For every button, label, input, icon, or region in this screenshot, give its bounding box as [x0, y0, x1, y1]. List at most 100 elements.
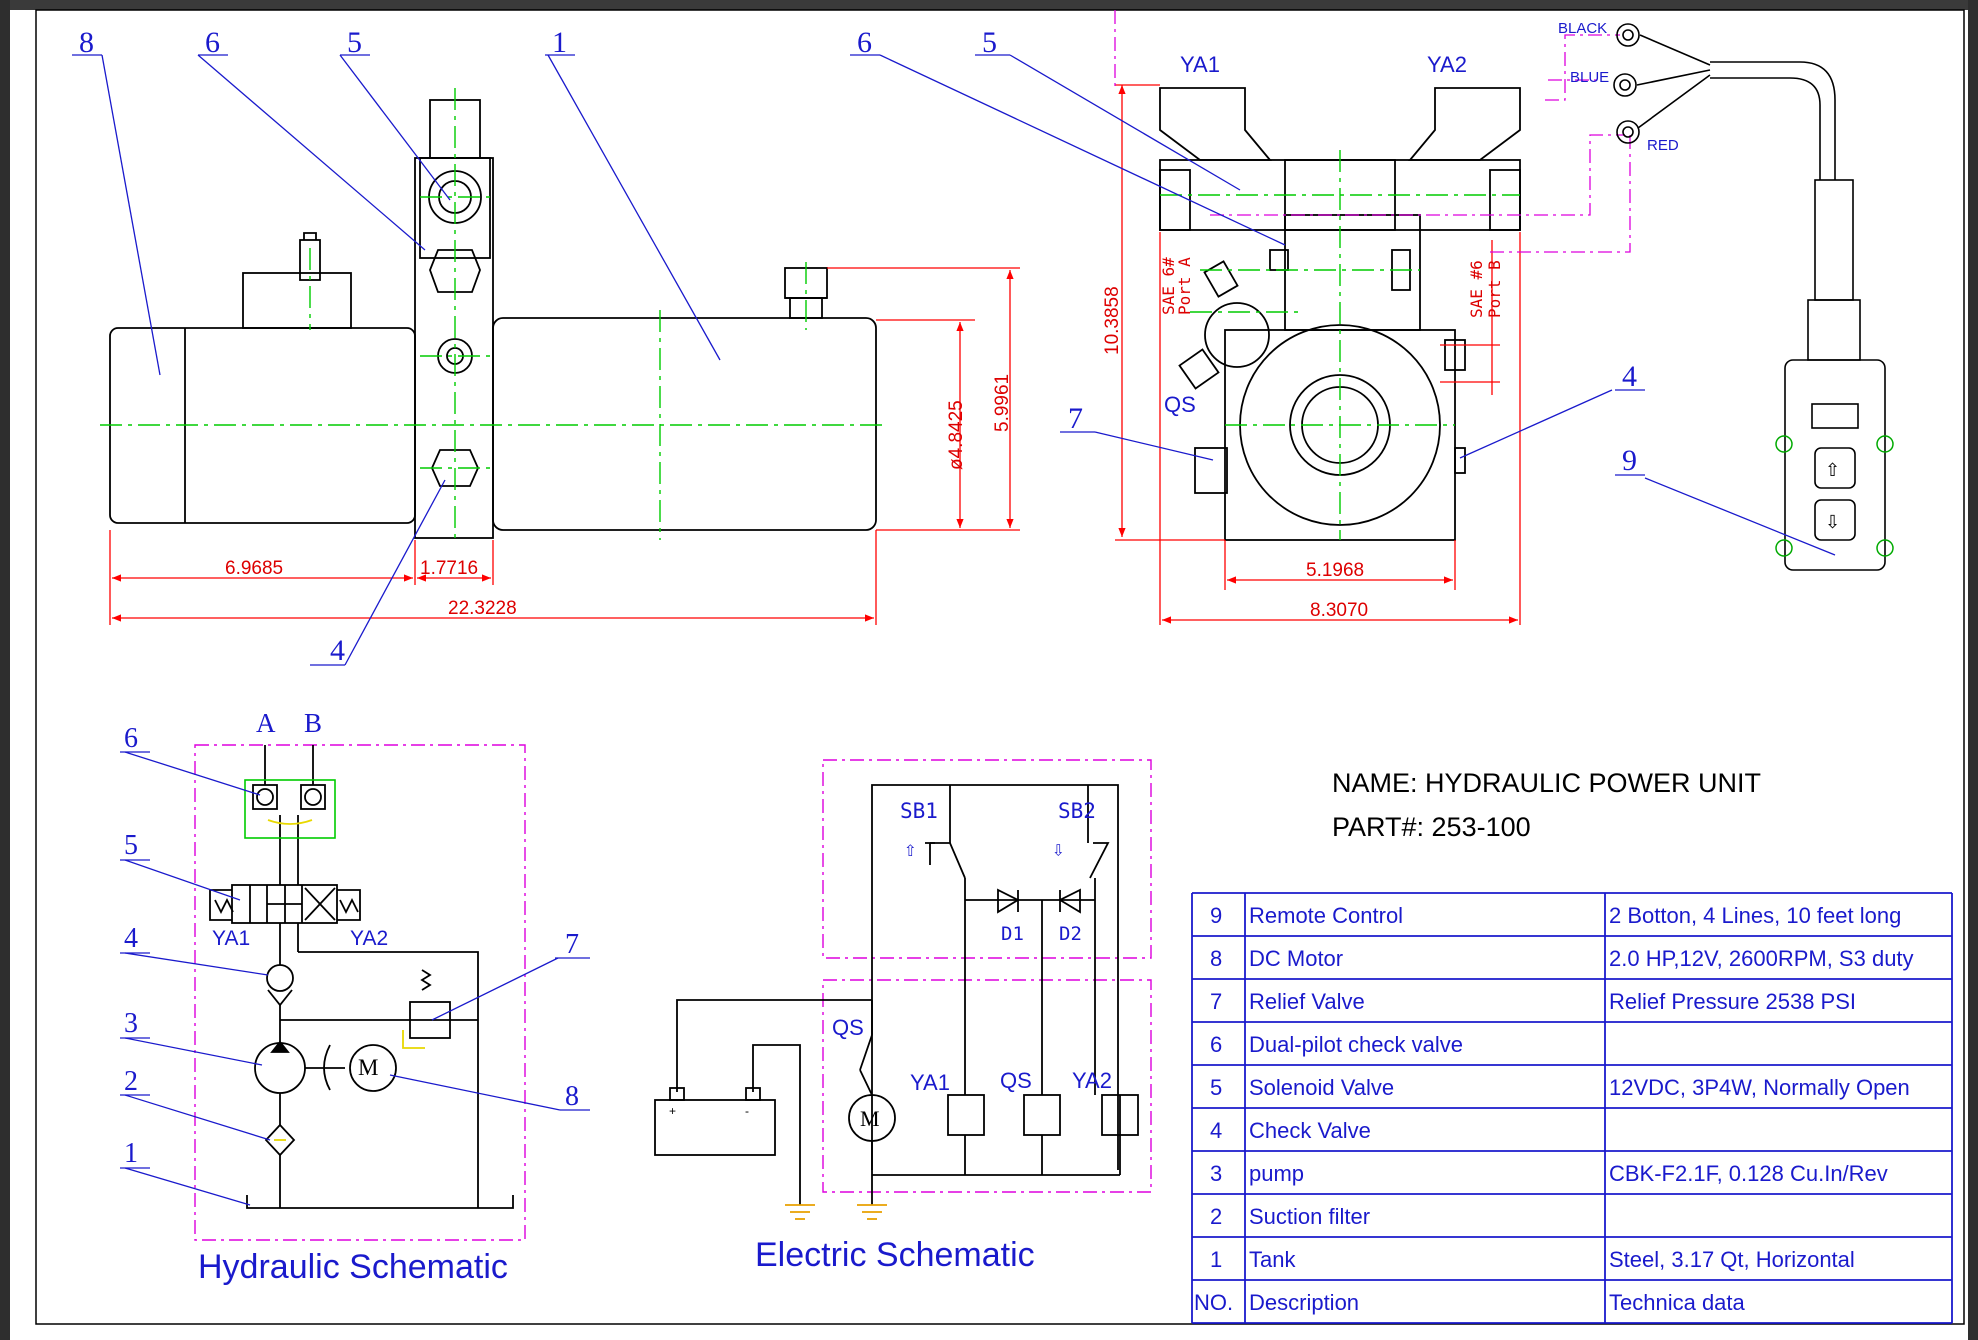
dim-end-height: 10.3858	[1102, 286, 1123, 355]
dim-motor-length: 6.9685	[225, 558, 283, 579]
bom-cell-description: Tank	[1249, 1247, 1296, 1272]
sheet-border	[35, 9, 1965, 1325]
ground-symbols	[785, 1204, 887, 1220]
bom-cell-technical: 2 Botton, 4 Lines, 10 feet long	[1609, 903, 1901, 928]
remote-control-box	[1784, 359, 1886, 571]
hyd-balloon-2: 2	[124, 1066, 138, 1097]
ya2-coil-label: YA2	[1072, 1068, 1112, 1093]
hydraulic-leaders	[120, 751, 590, 1206]
bom-header-description: Description	[1249, 1290, 1359, 1315]
end-balloon-7: 7	[1068, 402, 1083, 435]
balloon-5: 5	[347, 26, 362, 59]
window-top-bar	[0, 0, 1978, 10]
d2-label: D2	[1059, 923, 1082, 945]
port-a-label-1: SAE 6#	[1159, 257, 1178, 315]
remote-screws	[1775, 435, 1894, 557]
title-name: NAME: HYDRAULIC POWER UNIT	[1332, 768, 1761, 798]
qs-coil-label: QS	[1000, 1068, 1032, 1093]
end-view-wiring	[1114, 10, 1631, 253]
hyd-balloon-7: 7	[565, 929, 579, 960]
remote-down-icon: ⇩	[1825, 512, 1840, 532]
qs-switch-label: QS	[832, 1015, 864, 1040]
hyd-balloon-8: 8	[565, 1081, 579, 1112]
ya1-coil-label: YA1	[910, 1070, 950, 1095]
dim-tank-diameter: ø4.8425	[946, 400, 967, 470]
bom-cell-no: 2	[1210, 1204, 1222, 1229]
hydraulic-title: Hydraulic Schematic	[198, 1248, 508, 1286]
port-a-label-2: Port A	[1175, 257, 1194, 315]
dim-block-width: 1.7716	[420, 558, 478, 579]
hyd-motor-label: M	[358, 1055, 378, 1080]
balloon-4: 4	[330, 634, 345, 667]
hyd-balloon-1: 1	[124, 1138, 138, 1169]
hydraulic-yellow	[267, 819, 425, 1141]
wire-blue-label: BLUE	[1570, 69, 1609, 86]
coil-ya1-symbol	[947, 1094, 985, 1136]
window-left-bar	[0, 0, 10, 1340]
balloon-8: 8	[79, 26, 94, 59]
end-view-centerlines	[1160, 150, 1520, 540]
bom-cell-description: Check Valve	[1249, 1118, 1371, 1143]
port-b-label-1: SAE #6	[1467, 260, 1486, 318]
hyd-balloon-3: 3	[124, 1008, 138, 1039]
bom-header-no: NO.	[1194, 1290, 1233, 1315]
electric-motor-label: M	[860, 1106, 880, 1131]
bom-cell-no: 4	[1210, 1118, 1222, 1143]
sb2-down-icon: ⇩	[1052, 837, 1065, 861]
coil-ya2	[1408, 87, 1521, 161]
bom-cell-description: DC Motor	[1249, 946, 1343, 971]
hyd-ya1-label: YA1	[212, 927, 250, 950]
hydraulic-circuit	[209, 745, 514, 1209]
dim-overall-length: 22.3228	[448, 598, 517, 619]
dim-height: 5.9961	[992, 374, 1013, 432]
wire-red-label: RED	[1647, 137, 1679, 154]
coil-qs-symbol	[1023, 1094, 1061, 1136]
bom-table: 9 Remote Control 2 Botton, 4 Lines, 10 fee…	[1191, 892, 1953, 1324]
bom-cell-technical: 12VDC, 3P4W, Normally Open	[1609, 1075, 1910, 1100]
bom-header-technical: Technica data	[1609, 1290, 1746, 1315]
relief-valve-symbol	[409, 1001, 451, 1039]
hyd-port-b: B	[304, 708, 322, 738]
bom-cell-no: 3	[1210, 1161, 1222, 1186]
d1-label: D1	[1001, 923, 1024, 945]
hydraulic-frame	[194, 744, 526, 1241]
bom-cell-no: 6	[1210, 1032, 1222, 1057]
tank	[492, 317, 877, 531]
bom-cell-description: Relief Valve	[1249, 989, 1365, 1014]
bom-cell-no: 9	[1210, 903, 1222, 928]
end-balloon-5: 5	[982, 26, 997, 59]
control-frame	[822, 759, 1152, 959]
bom-cell-no: 7	[1210, 989, 1222, 1014]
bom-cell-description: Suction filter	[1249, 1204, 1370, 1229]
bom-cell-no: 5	[1210, 1075, 1222, 1100]
battery-symbol	[654, 1099, 776, 1156]
remote-up-icon: ⇧	[1825, 460, 1840, 480]
sb1-up-icon: ⇧	[904, 837, 917, 861]
power-frame	[822, 979, 1152, 1193]
remote-cable	[1613, 23, 1886, 571]
bom-cell-description: Dual-pilot check valve	[1249, 1032, 1463, 1057]
check-valve-symbol	[266, 964, 294, 992]
title-part: PART#: 253-100	[1332, 812, 1531, 842]
coil-ya1	[1159, 87, 1272, 161]
electric-title: Electric Schematic	[755, 1236, 1035, 1274]
bom-cell-description: pump	[1249, 1161, 1304, 1186]
end-ya1-label: YA1	[1180, 52, 1220, 77]
side-view-centerlines	[100, 88, 886, 540]
bom-cell-description: Remote Control	[1249, 903, 1403, 928]
hyd-balloon-4: 4	[124, 923, 138, 954]
sb1-label: SB1	[900, 799, 938, 823]
bom-cell-no: 8	[1210, 946, 1222, 971]
side-view	[109, 99, 877, 539]
bom-cell-no: 1	[1210, 1247, 1222, 1272]
end-ya2-label: YA2	[1427, 52, 1467, 77]
end-balloon-4: 4	[1622, 360, 1637, 393]
electric-circuit	[654, 784, 1139, 1205]
wire-black-label: BLACK	[1558, 20, 1607, 37]
hyd-balloon-5: 5	[124, 830, 138, 861]
hyd-ya2-label: YA2	[350, 927, 388, 950]
battery-plus: +	[669, 1104, 676, 1118]
balloon-6: 6	[205, 26, 220, 59]
end-balloon-9: 9	[1622, 444, 1637, 477]
motor-symbol	[349, 1044, 397, 1092]
